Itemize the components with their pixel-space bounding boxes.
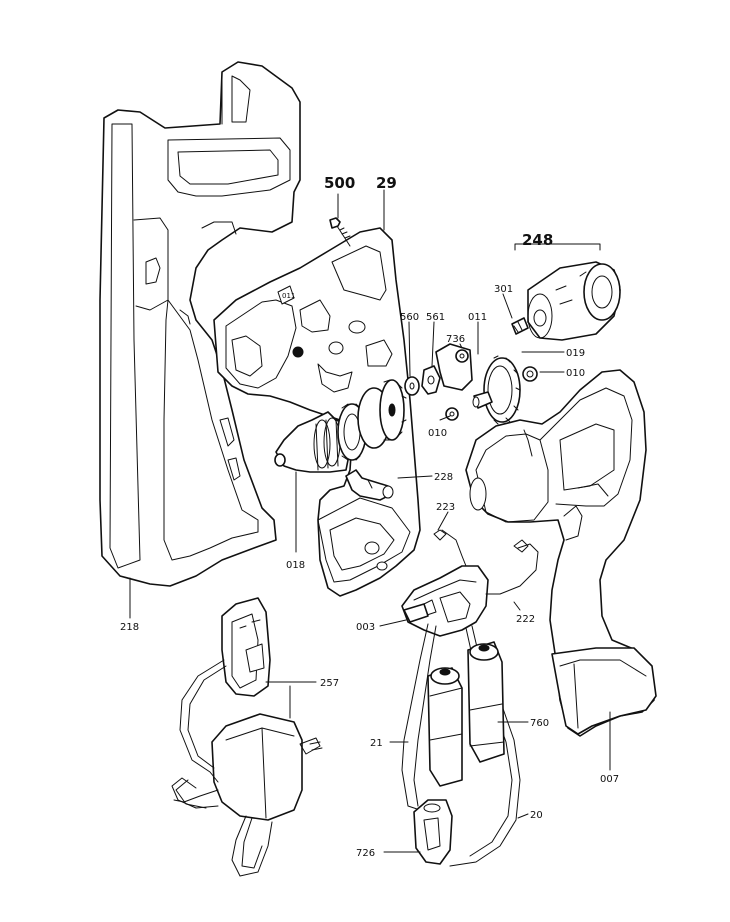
gear-019 — [445, 355, 538, 425]
connector-726 — [413, 799, 453, 865]
shaft-228 — [345, 469, 394, 501]
label-223: 223 — [436, 502, 455, 513]
label-21: 21 — [370, 738, 383, 749]
label-218: 218 — [120, 622, 139, 633]
gear-case-29 — [213, 227, 421, 597]
terminal-011-case — [277, 285, 295, 305]
label-011: 011 — [468, 312, 487, 323]
label-726: 726 — [356, 848, 375, 859]
label-011-small: 011 — [282, 292, 295, 300]
label-760: 760 — [530, 718, 549, 729]
charger-plug-257 — [221, 597, 271, 697]
label-007: 007 — [600, 774, 619, 785]
label-003: 003 — [356, 622, 375, 633]
charger-cords — [171, 659, 273, 877]
label-228: 228 — [434, 472, 453, 483]
housing-right-007 — [465, 369, 657, 737]
label-018: 018 — [286, 560, 305, 571]
leader-lines — [129, 189, 611, 853]
label-560: 560 — [400, 312, 419, 323]
charger-transformer — [173, 713, 323, 821]
label-736: 736 — [446, 334, 465, 345]
label-29: 29 — [376, 174, 397, 192]
motor-248 — [511, 261, 621, 341]
part-labels: 500 29 248 301 560 561 011 736 019 010 0… — [120, 174, 619, 859]
label-222: 222 — [516, 614, 535, 625]
label-257: 257 — [320, 678, 339, 689]
label-301: 301 — [494, 284, 513, 295]
switch-003 — [401, 565, 489, 637]
label-248: 248 — [522, 231, 553, 249]
washers-560-561 — [404, 343, 473, 396]
housing-half-218 — [99, 61, 301, 587]
label-20: 20 — [530, 810, 543, 821]
battery-pack-760 — [427, 641, 505, 787]
label-010-right: 010 — [566, 368, 585, 379]
label-500: 500 — [324, 174, 355, 192]
label-010-left: 010 — [428, 428, 447, 439]
label-019: 019 — [566, 348, 585, 359]
label-561: 561 — [426, 312, 445, 323]
chuck-018 — [274, 379, 407, 473]
screw-500 — [329, 217, 351, 247]
